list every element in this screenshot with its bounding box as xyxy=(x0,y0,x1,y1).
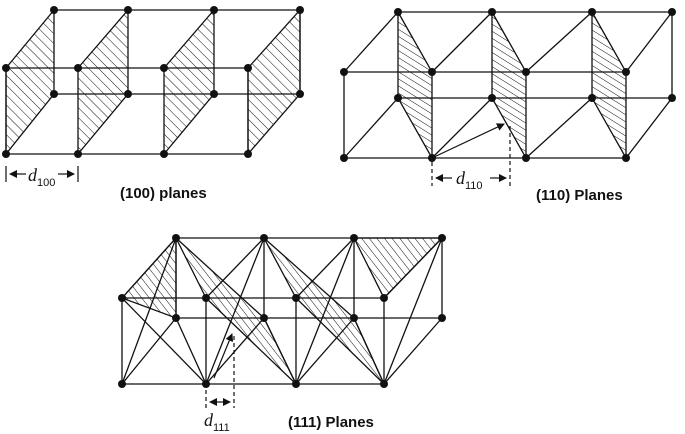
d110-label: d110 xyxy=(456,168,483,192)
plane-100-4 xyxy=(247,8,301,156)
panel-100-planes xyxy=(5,8,301,156)
d111-dimension xyxy=(205,333,235,408)
panel-110: d110 (110) Planes xyxy=(340,8,676,204)
plane-100-3 xyxy=(163,8,215,156)
plane-100-2 xyxy=(77,8,129,156)
d110-dimension xyxy=(431,123,511,186)
panel-110-lattice xyxy=(343,11,673,159)
d100-label: d100 xyxy=(28,165,55,189)
d100-dimension xyxy=(5,166,79,182)
plane-100-1 xyxy=(5,8,55,156)
panel-100-atoms xyxy=(2,6,304,158)
panel-110-atoms xyxy=(340,8,676,162)
panel-100-lattice xyxy=(5,9,301,155)
panel-111-planes xyxy=(120,236,444,385)
panel-111: d111 (111) Planes xyxy=(118,234,446,434)
caption-110: (110) Planes xyxy=(536,187,623,204)
panel-111-lattice xyxy=(121,237,443,385)
panel-111-atoms xyxy=(118,234,446,388)
caption-100: (100) planes xyxy=(120,185,207,202)
plane-110-3 xyxy=(591,9,627,161)
plane-110-1 xyxy=(397,9,433,161)
plane-111-4 xyxy=(352,237,444,300)
panel-110-planes xyxy=(397,9,627,161)
d111-label: d111 xyxy=(204,410,230,434)
caption-111: (111) Planes xyxy=(288,414,374,431)
panel-100: d100 (100) planes xyxy=(2,6,304,202)
plane-110-2 xyxy=(491,9,527,161)
